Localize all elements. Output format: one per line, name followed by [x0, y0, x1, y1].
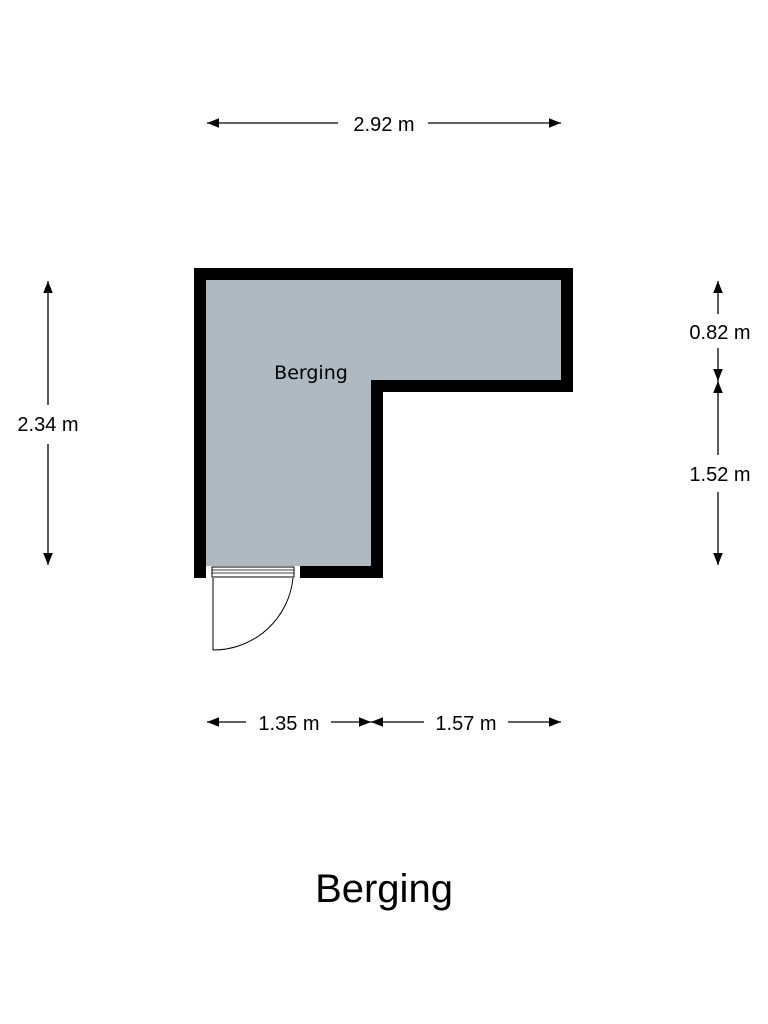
dimension-left-height: 2.34 m: [17, 281, 79, 565]
door-sill: [211, 566, 295, 578]
room-label: Berging: [274, 362, 348, 384]
room-berging: [194, 268, 573, 578]
page-title: Berging: [315, 867, 453, 911]
dimension-right-upper: 0.82 m: [689, 281, 751, 381]
dimension-label-top: 2.92 m: [353, 114, 414, 136]
door-swing-arc: [212, 577, 294, 651]
door: [206, 566, 300, 651]
room-floor: [206, 280, 561, 566]
dimension-bottom-left: 1.35 m: [207, 713, 371, 735]
dimension-label-left: 2.34 m: [17, 414, 78, 436]
dimension-label-bottom-right: 1.57 m: [435, 713, 496, 735]
dimension-right-lower: 1.52 m: [689, 381, 751, 565]
dimension-label-bottom-left: 1.35 m: [258, 713, 319, 735]
dimension-bottom-right: 1.57 m: [371, 713, 561, 735]
dimension-top-width: 2.92 m: [207, 114, 561, 136]
dimension-label-right-lower: 1.52 m: [689, 464, 750, 486]
dimension-label-right-upper: 0.82 m: [689, 322, 750, 344]
